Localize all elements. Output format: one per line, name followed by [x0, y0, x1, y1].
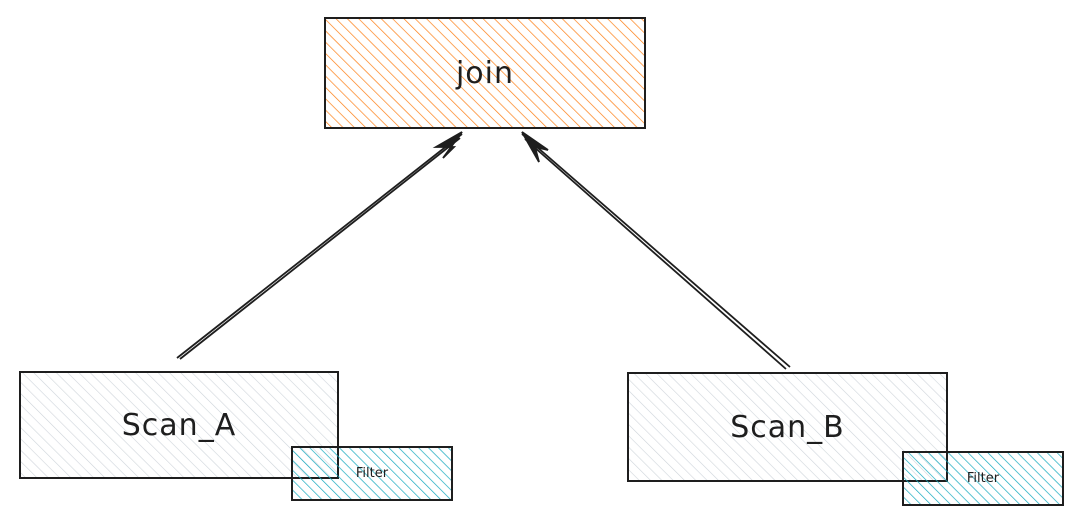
arrow-scan-a-to-join[interactable]: [176, 131, 463, 360]
filter-a-node[interactable]: [291, 446, 453, 501]
scan-b-label: Scan_B: [730, 409, 845, 445]
filter-b-node[interactable]: [902, 451, 1064, 506]
filter-b-label: Filter: [966, 471, 1000, 486]
scan-b-node[interactable]: [627, 372, 948, 482]
join-label: join: [455, 55, 515, 91]
filter-a-label: Filter: [355, 466, 389, 481]
join-node[interactable]: [324, 17, 646, 129]
scan-a-label: Scan_A: [121, 407, 237, 443]
scan-a-node[interactable]: [19, 371, 339, 479]
arrow-scan-b-to-join[interactable]: [521, 131, 791, 370]
